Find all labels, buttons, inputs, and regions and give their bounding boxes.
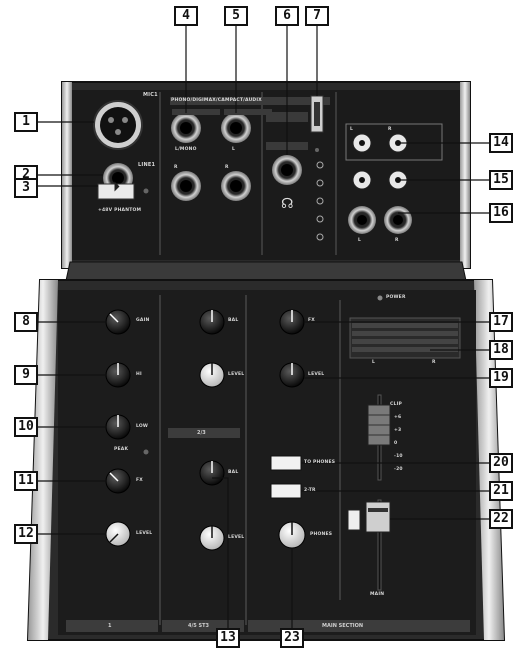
to-phones-label: TO PHONES [304, 460, 336, 465]
phones-label: PHONES [310, 532, 333, 537]
stereo-knobs [199, 309, 225, 551]
meter-value: CLIP [390, 402, 402, 407]
stereo-channel-label: 2/3 [197, 430, 206, 436]
mic-label: MIC1 [143, 92, 158, 98]
peak-led [143, 449, 149, 455]
callout-5: 5 [224, 6, 248, 26]
input-header-label: PHONO/DIGIMAX/CAMPACT/AUDIX [171, 98, 262, 103]
callout-20: 20 [489, 453, 513, 473]
callout-1: 1 [14, 112, 38, 132]
phantom-label: +48V PHANTOM [98, 208, 142, 213]
input-header-bar [170, 97, 330, 105]
main-fader-label: MAIN [370, 592, 385, 597]
phantom-led [143, 188, 149, 194]
callout-8: 8 [14, 312, 38, 332]
callout-18: 18 [489, 340, 513, 360]
fx-label: FX [136, 478, 143, 483]
callout-21: 21 [489, 481, 513, 501]
leader-lines [38, 24, 489, 640]
xlr-socket-inner [100, 107, 136, 143]
rca-label: R [388, 127, 392, 132]
to-phones-button [270, 455, 302, 471]
callout-3: 3 [14, 178, 38, 198]
callout-12: 12 [14, 524, 38, 544]
main-fx-label: FX [308, 318, 315, 323]
jack-label: R [174, 165, 178, 170]
jack-label: R [225, 165, 229, 170]
power-led [377, 295, 383, 301]
jack-label: L/MONO [175, 147, 197, 152]
callout-6: 6 [275, 6, 299, 26]
line-label: LINE1 [138, 162, 156, 168]
level-label: LEVEL [136, 531, 153, 536]
main-fader-track [377, 499, 382, 591]
two-track-button [270, 483, 302, 499]
callout-19: 19 [489, 368, 513, 388]
callout-17: 17 [489, 312, 513, 332]
callout-7: 7 [305, 6, 329, 26]
stereo-bottom-label: 4/5 ST3 [188, 623, 210, 629]
callout-23: 23 [280, 628, 304, 648]
bal-label: BAL [228, 470, 239, 475]
gain-label: GAIN [136, 318, 150, 323]
main-level-label: LEVEL [308, 372, 325, 377]
stereo-mid-label-bar [168, 428, 240, 438]
meter-value: -20 [394, 467, 403, 472]
callout-10: 10 [14, 417, 38, 437]
callout-13: 13 [216, 628, 240, 648]
out-jack-label: L [358, 238, 362, 243]
callout-22: 22 [489, 509, 513, 529]
hi-label: HI [136, 372, 142, 377]
meter-value: +6 [394, 415, 402, 420]
main-section-label: MAIN SECTION [322, 623, 364, 629]
two-track-label: 2-TR [304, 488, 316, 493]
meter-value: +3 [394, 428, 402, 433]
callout-11: 11 [14, 471, 38, 491]
out-jack-label: R [395, 238, 399, 243]
callout-15: 15 [489, 170, 513, 190]
meter-value: -10 [394, 454, 403, 459]
channel-number: 1 [108, 623, 112, 629]
low-label: LOW [136, 424, 149, 429]
meter-right-label: R [432, 360, 436, 365]
callout-4: 4 [174, 6, 198, 26]
meter-left-label: L [372, 360, 376, 365]
jack-label: L [232, 147, 236, 152]
mixer-body-side-left [28, 280, 58, 640]
meter-value: 0 [394, 441, 398, 446]
level-label: LEVEL [228, 535, 245, 540]
main-fader-cap [365, 501, 391, 533]
level-label: LEVEL [228, 372, 245, 377]
callout-9: 9 [14, 365, 38, 385]
mixer-top-side-right [460, 82, 470, 268]
peak-label: PEAK [114, 447, 129, 452]
headphones-icon: ☊ [281, 196, 293, 212]
power-label: POWER [386, 295, 406, 300]
usb-status-icons [316, 161, 324, 241]
channel-1-knobs [105, 309, 131, 547]
callout-14: 14 [489, 133, 513, 153]
channel-1-label-bar [66, 620, 158, 632]
bal-label: BAL [228, 318, 239, 323]
callout-16: 16 [489, 203, 513, 223]
rca-label: L [350, 127, 354, 132]
